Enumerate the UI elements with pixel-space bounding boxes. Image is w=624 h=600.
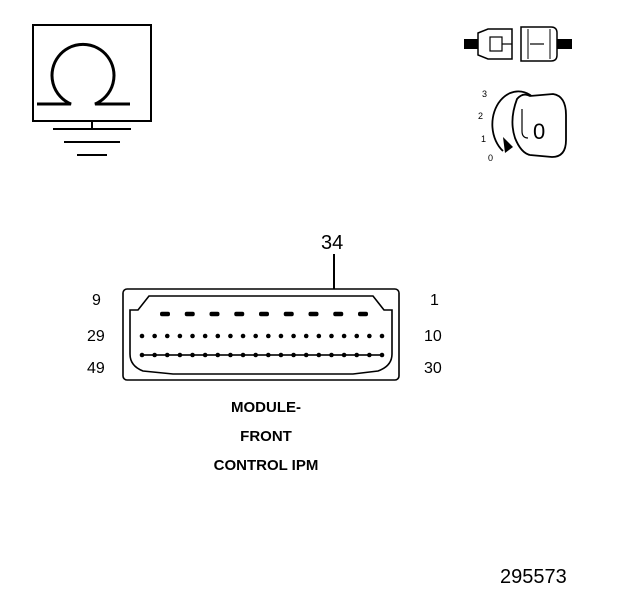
figure-number: 295573: [500, 566, 567, 588]
pin-cavity: [160, 311, 170, 317]
ignition-position-3: 3: [482, 89, 487, 99]
ignition-key-icon: 0 3 2 1 0: [478, 89, 567, 163]
pin-cavity: [266, 333, 271, 339]
pin-cavity: [240, 333, 246, 339]
pin-label-29: 29: [87, 328, 105, 345]
pin-label-9: 9: [92, 292, 101, 309]
pin-callout-label: 34: [321, 232, 343, 254]
caption-line-1: MODULE-: [231, 399, 301, 416]
pin-cavity: [209, 311, 220, 317]
pin-cavity: [283, 311, 294, 317]
pin-cavity: [259, 311, 269, 317]
pin-cavity: [308, 311, 319, 317]
pin-cavity: [367, 333, 372, 339]
pin-cavity: [202, 333, 208, 339]
pin-cavity: [329, 333, 334, 339]
ignition-position-2: 2: [478, 111, 483, 121]
pin-cavity: [291, 333, 296, 339]
pin-row-middle: [139, 333, 385, 339]
pin-cavity: [358, 311, 368, 317]
pin-cavity: [152, 333, 157, 339]
pin-label-1: 1: [430, 292, 439, 309]
pin-cavity: [164, 333, 170, 339]
pin-cavity: [190, 333, 195, 339]
disconnected-connector-icon: [464, 26, 572, 62]
pin-cavity: [354, 333, 360, 339]
caption-line-2: FRONT: [240, 428, 292, 445]
pin-label-10: 10: [424, 328, 442, 345]
pin-cavity: [234, 311, 245, 317]
ignition-position-0: 0: [488, 153, 493, 163]
pin-cavity: [215, 333, 221, 339]
ohm-icon: [32, 24, 152, 122]
pin-row-top: [160, 311, 368, 317]
ground-icon: [53, 121, 131, 156]
ignition-key-label: 0: [533, 119, 545, 144]
pin-cavity: [177, 333, 183, 339]
pin-row-bottom: [139, 352, 385, 358]
pin-cavity: [341, 333, 347, 339]
pin-cavity: [303, 333, 309, 339]
pin-cavity: [253, 333, 258, 339]
pin-cavity: [379, 333, 385, 339]
pin-cavity: [333, 311, 344, 317]
pin-cavity: [139, 333, 145, 339]
pin-cavity: [228, 333, 233, 339]
pin-cavity: [278, 333, 284, 339]
ignition-position-1: 1: [481, 134, 486, 144]
pin-cavity: [316, 333, 322, 339]
caption-line-3: CONTROL IPM: [213, 457, 319, 474]
pin-label-49: 49: [87, 360, 105, 377]
pin-cavity: [184, 311, 195, 317]
connector-face: [122, 288, 400, 381]
pin-label-30: 30: [424, 360, 442, 377]
